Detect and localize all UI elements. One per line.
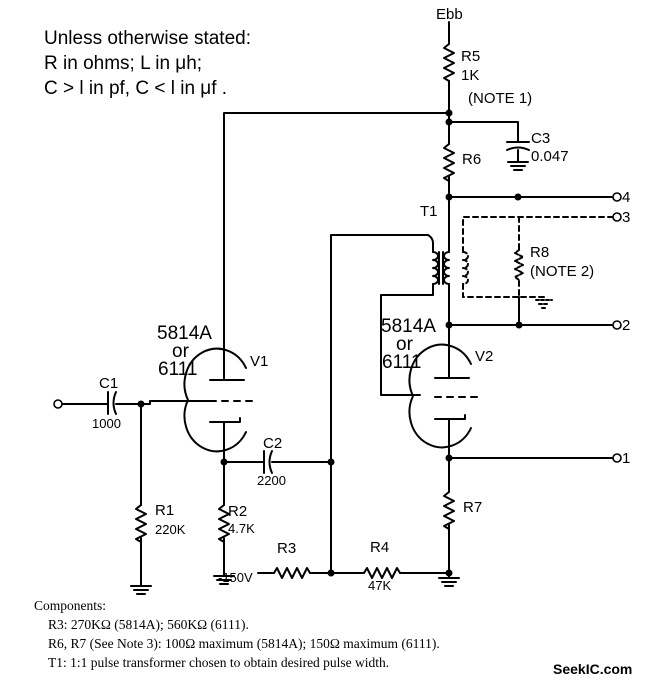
junction-r5-node: [445, 109, 453, 117]
label-r4: R4: [370, 539, 389, 556]
watermark: SeekIC.com: [553, 661, 633, 677]
junction-out4-a: [445, 193, 453, 201]
terminal-1[interactable]: [612, 453, 622, 463]
wire-c3: [448, 121, 519, 143]
label-terminal-4: 4: [622, 189, 630, 206]
label-ebb: Ebb: [436, 6, 463, 23]
c3-plate-bottom: [506, 146, 530, 151]
label-c3: C3: [531, 130, 550, 147]
t1-core: [438, 251, 444, 285]
junction-c2-node: [327, 458, 335, 466]
r2-resistor: [218, 504, 230, 543]
label-v2-alt: 6111: [382, 352, 421, 373]
c2-plate-right: [268, 450, 273, 474]
label-terminal-3: 3: [622, 209, 630, 226]
terminal-4[interactable]: [612, 192, 622, 202]
v1-cathode: [209, 417, 241, 463]
junction-out1: [445, 454, 453, 462]
t1-primary-coil: [432, 251, 439, 285]
note-line-1: Unless otherwise stated:: [44, 28, 251, 49]
junction-v1-cath: [220, 458, 228, 466]
components-title: Components:: [34, 598, 107, 613]
terminal-input[interactable]: [53, 399, 63, 409]
junction-grid: [137, 400, 145, 408]
label-c3-value: 0.047: [531, 148, 569, 165]
wire-t1-v2-grid: [380, 283, 434, 396]
note-line-3: C > l in pf, C < l in μf .: [44, 78, 227, 99]
r1-resistor: [135, 504, 147, 543]
label-r1: R1: [155, 502, 174, 519]
junction-r3-node: [327, 569, 335, 577]
components-list: Components: R3: 270KΩ (5814A); 560KΩ (61…: [34, 596, 659, 672]
wire-t1-to-c2: [330, 234, 434, 574]
label-c2: C2: [263, 435, 282, 452]
r8-resistor: [514, 249, 524, 281]
wire-node-v1-plate: [223, 112, 450, 373]
components-r3: R3: 270KΩ (5814A); 560KΩ (6111).: [48, 617, 249, 632]
label-terminal-1: 1: [622, 450, 630, 467]
label-v1-alt: 6111: [158, 359, 197, 380]
wire-c1-grid: [115, 400, 151, 405]
ground-r8: [535, 299, 553, 309]
r4-resistor: [363, 567, 401, 579]
junction-r7-node: [445, 569, 453, 577]
v2-cathode: [434, 414, 466, 459]
label-v2-type: 5814A: [381, 316, 436, 337]
label-neg-150v: -150V: [218, 570, 253, 585]
c1-plate-right: [112, 391, 117, 415]
r7-resistor: [443, 491, 455, 530]
label-terminal-2: 2: [622, 317, 630, 334]
junction-out4-b: [514, 193, 522, 201]
wire-r8-dashed: [518, 216, 545, 301]
label-r8: R8: [530, 244, 549, 261]
label-r1-value: 220K: [155, 522, 186, 537]
wire-r6-out4: [448, 176, 613, 198]
ground-r7: [438, 577, 460, 587]
label-v1-type: 5814A: [157, 323, 212, 344]
junction-out2-b: [515, 321, 523, 329]
v1-plate: [209, 371, 245, 381]
label-r6: R6: [462, 151, 481, 168]
t1-secondary-coil: [443, 251, 450, 285]
ground-c3: [507, 161, 529, 171]
terminal-3[interactable]: [612, 212, 622, 222]
label-r7: R7: [463, 499, 482, 516]
label-c2-value: 2200: [257, 473, 286, 488]
label-v2-or: or: [396, 334, 414, 355]
components-r6-r7: R6, R7 (See Note 3): 100Ω maximum (5814A…: [48, 636, 440, 651]
label-note1: (NOTE 1): [468, 90, 532, 107]
v2-envelope: [408, 343, 472, 449]
v2-plate: [434, 371, 470, 379]
label-c1-value: 1000: [92, 416, 121, 431]
r6-resistor: [443, 143, 455, 182]
wire-t1-dashed: [462, 216, 613, 298]
junction-out2-a: [445, 321, 453, 329]
label-v1: V1: [250, 353, 268, 370]
label-r2: R2: [228, 503, 247, 520]
ground-r2: [213, 575, 235, 585]
terminal-2[interactable]: [612, 320, 622, 330]
label-r3: R3: [277, 540, 296, 557]
label-v2: V2: [475, 348, 493, 365]
components-t1: T1: 1:1 pulse transformer chosen to obta…: [48, 655, 390, 670]
label-r4-value: 47K: [368, 578, 391, 593]
junction-c3: [445, 118, 453, 126]
label-r5-value: 1K: [461, 67, 479, 84]
label-t1: T1: [420, 203, 438, 220]
label-c1: C1: [99, 375, 118, 392]
label-note2: (NOTE 2): [530, 263, 594, 280]
label-r2-value: 4.7K: [228, 521, 255, 536]
label-v1-or: or: [172, 341, 190, 362]
label-r5: R5: [461, 48, 480, 65]
t1-tertiary-coil: [462, 251, 469, 285]
ground-r1: [130, 585, 152, 595]
r5-resistor: [443, 43, 455, 82]
note-line-2: R in ohms; L in μh;: [44, 53, 202, 74]
r3-resistor: [273, 567, 311, 579]
